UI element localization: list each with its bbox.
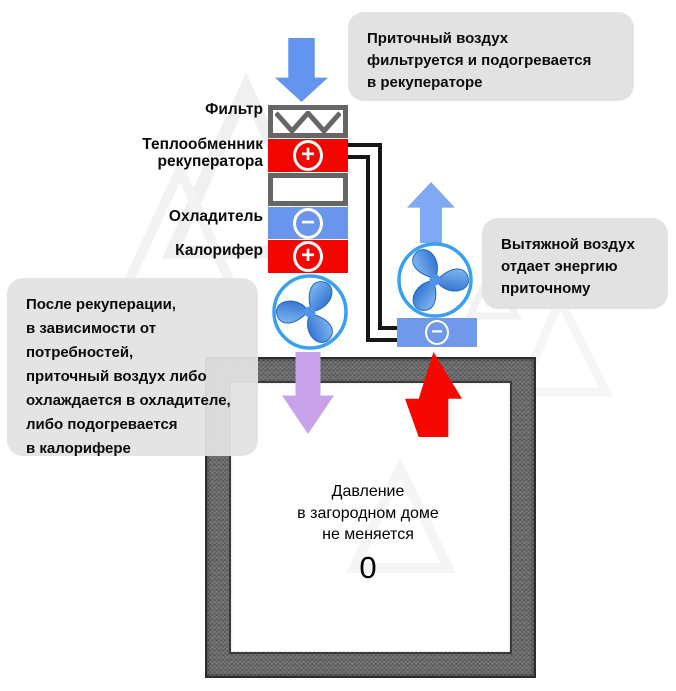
label-line: рекуператора xyxy=(157,152,263,170)
callout-exhaust-air: Вытяжной воздух отдает энергию приточном… xyxy=(482,218,668,309)
house-interior xyxy=(231,383,510,652)
label-line: Теплообменник xyxy=(142,136,263,153)
zigzag-icon xyxy=(275,110,341,133)
exhaust-fan-icon xyxy=(397,242,473,318)
callout-line: приточный воздух либо xyxy=(26,368,207,385)
callout-line: Приточный воздух xyxy=(367,30,509,47)
filter-label: Фильтр xyxy=(205,101,263,118)
cooler-label: Охладитель xyxy=(168,208,263,225)
heater-label: Калорифер xyxy=(175,242,263,259)
callout-line: охлаждается в охладителе, xyxy=(26,392,231,409)
callout-supply-air: Приточный воздух фильтруется и подогрева… xyxy=(348,12,634,101)
house-pressure-caption: Давление в загородном доме не меняется xyxy=(248,481,488,546)
pressure-line: в загородном доме xyxy=(297,504,439,522)
pressure-value: 0 xyxy=(359,550,377,585)
recuperator-label: Теплообменник рекуператора xyxy=(142,136,263,170)
plus-icon: + xyxy=(293,140,323,171)
callout-line: в рекуператоре xyxy=(367,74,483,91)
cooler-unit: − xyxy=(268,207,348,239)
callout-line: фильтруется и подогревается xyxy=(367,52,592,69)
callout-line: потребностей, xyxy=(26,344,134,361)
pressure-line: не меняется xyxy=(322,526,414,543)
triangle-watermark-icon xyxy=(346,456,456,573)
pressure-line: Давление xyxy=(331,483,405,500)
callout-line: в калорифере xyxy=(26,440,131,457)
callout-line: либо подогревается xyxy=(26,416,178,433)
empty-section-unit xyxy=(268,173,348,206)
plus-icon: + xyxy=(293,241,323,272)
filter-unit xyxy=(268,105,348,138)
minus-icon: − xyxy=(293,207,323,239)
heater-unit: + xyxy=(268,240,348,273)
callout-line: отдает энергию xyxy=(501,258,618,275)
callout-after-recuperation: После рекуперации, в зависимости от потр… xyxy=(7,278,258,457)
callout-line: приточному xyxy=(501,280,591,297)
minus-icon: − xyxy=(425,320,449,345)
callout-line: После рекуперации, xyxy=(26,296,177,313)
exhaust-heat-recovery-unit: − xyxy=(397,318,477,347)
house-walls xyxy=(205,357,536,678)
recuperator-heat-exchanger-unit: + xyxy=(268,139,348,172)
supply-fan-icon xyxy=(272,274,348,350)
callout-line: в зависимости от xyxy=(26,320,157,337)
callout-line: Вытяжной воздух xyxy=(501,236,636,253)
